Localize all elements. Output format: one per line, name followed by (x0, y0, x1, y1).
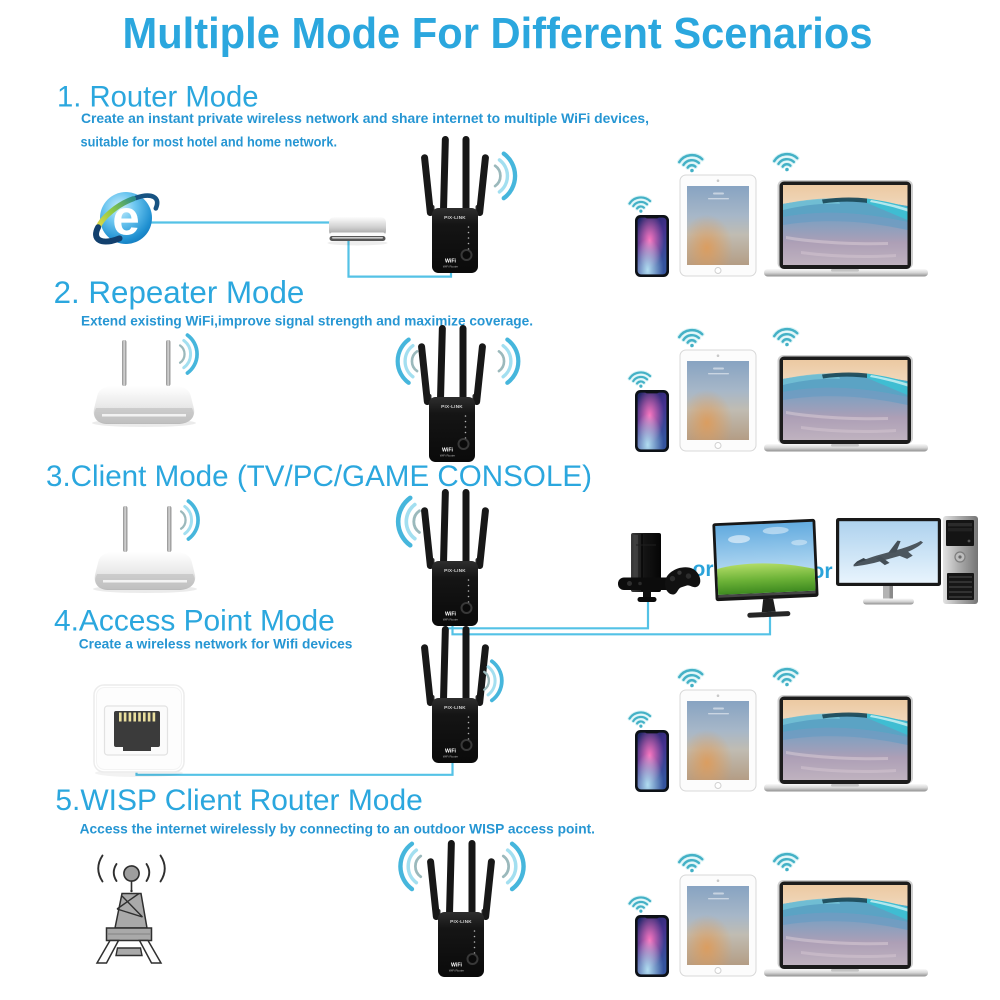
svg-text:Multiple Mode For Different Sc: Multiple Mode For Different Scenarios (123, 9, 873, 58)
svg-text:1. Router Mode: 1. Router Mode (57, 81, 259, 114)
svg-text:4.Access Point Mode: 4.Access Point Mode (54, 605, 335, 638)
svg-text:Create a wireless network for: Create a wireless network for Wifi devic… (79, 635, 353, 651)
svg-text:2. Repeater Mode: 2. Repeater Mode (54, 274, 305, 310)
svg-text:Extend existing WiFi,improve s: Extend existing WiFi,improve signal stre… (81, 313, 533, 329)
svg-text:Create an instant private wire: Create an instant private wireless netwo… (81, 110, 649, 126)
svg-text:5.WISP Client Router Mode: 5.WISP Client Router Mode (55, 784, 422, 817)
svg-text:3.Client Mode (TV/PC/GAME CONS: 3.Client Mode (TV/PC/GAME CONSOLE) (46, 460, 592, 493)
svg-text:Access the internet wirelessly: Access the internet wirelessly by connec… (80, 821, 595, 837)
svg-text:suitable for most hotel and ho: suitable for most hotel and home network… (81, 134, 338, 150)
